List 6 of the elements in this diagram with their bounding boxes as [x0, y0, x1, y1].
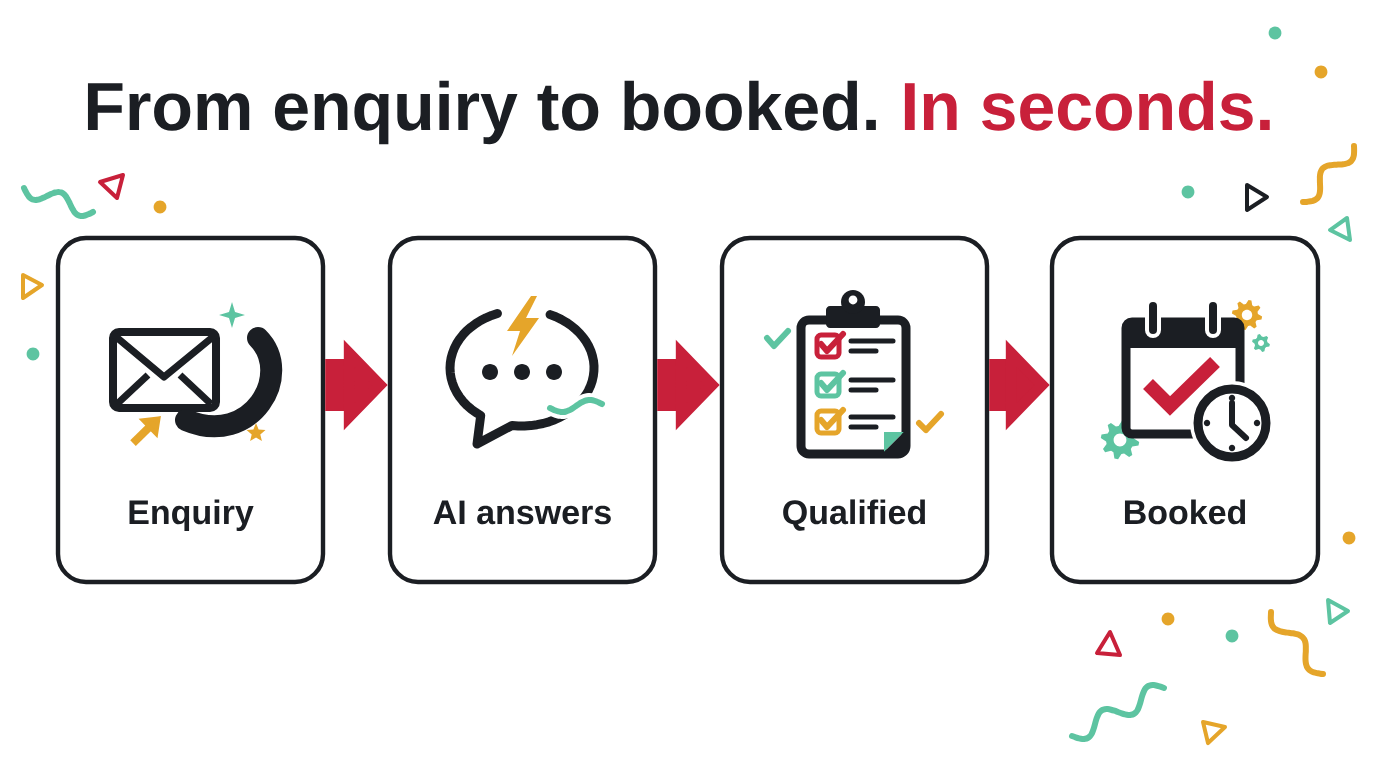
step-box: Enquiry — [55, 235, 326, 585]
step-box: Booked — [1049, 235, 1321, 585]
title: From enquiry to booked. — [87, 80, 876, 145]
step-box: Qualified — [719, 235, 990, 585]
title-highlight: In seconds. — [904, 80, 1270, 131]
step-box: AI answers — [387, 235, 658, 585]
